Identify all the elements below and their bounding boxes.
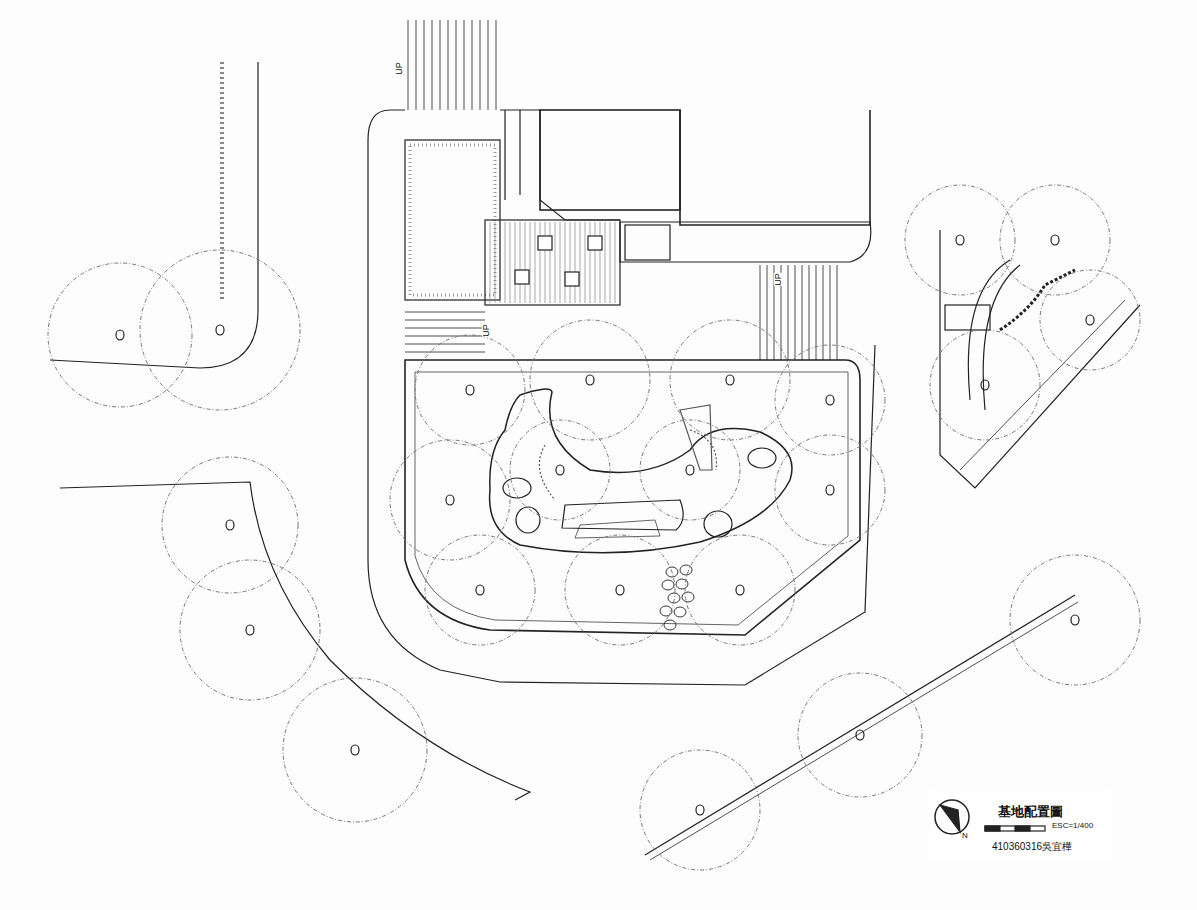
tree-canopy	[415, 335, 525, 445]
garden-path	[490, 389, 792, 553]
stepping-stones	[660, 565, 694, 630]
tree-trunk	[826, 485, 834, 495]
north-arrow	[940, 805, 960, 832]
lawn-texture	[410, 145, 495, 295]
stair-label: UP	[482, 324, 491, 337]
tree-canopy	[162, 457, 298, 593]
building	[500, 110, 871, 262]
tree-canopy	[283, 678, 427, 822]
tree-canopy	[510, 420, 610, 520]
tree-trunk	[556, 465, 564, 475]
tree-canopy	[180, 560, 320, 700]
tree-canopy	[640, 750, 760, 870]
tree-trunk	[981, 380, 989, 390]
tree-canopy	[1010, 555, 1140, 685]
tree-trunk	[246, 625, 254, 635]
garden-platform	[405, 360, 860, 635]
wood-deck	[485, 220, 620, 305]
tree-canopy	[640, 420, 740, 520]
garden-platform-inner	[415, 372, 848, 625]
tree-canopy	[1000, 185, 1110, 295]
tree-canopy	[390, 440, 510, 560]
scale-bar	[985, 826, 1000, 831]
tree-canopy	[798, 673, 922, 797]
tree-trunk	[1086, 315, 1094, 325]
tree-trunk	[696, 805, 704, 815]
tree-trunk	[116, 330, 124, 340]
tree-canopy	[930, 330, 1040, 440]
tree-trunk	[226, 520, 234, 530]
pavilion-wall	[968, 260, 1020, 410]
north-arrow	[935, 800, 969, 834]
pavilion	[945, 305, 990, 330]
tree-canopy	[775, 435, 885, 545]
road-outline	[368, 110, 875, 685]
tree-canopy	[565, 535, 675, 645]
tree-canopy	[530, 320, 650, 440]
tree-trunk	[856, 730, 864, 740]
tree-canopy	[685, 535, 795, 645]
tree-trunk	[956, 235, 964, 245]
tree-trunk	[736, 585, 744, 595]
garden-steps	[680, 405, 712, 470]
road-edge	[50, 62, 258, 368]
stair-label: UP	[774, 273, 783, 286]
scale-bar	[985, 826, 1045, 831]
tree-trunk	[586, 375, 594, 385]
deck-boards	[490, 222, 615, 303]
pavilion-edge	[940, 230, 1140, 488]
stair-label: UP	[395, 62, 404, 75]
pavilion-edge	[960, 300, 1125, 470]
road-edge	[60, 482, 530, 800]
tree-trunk	[216, 325, 224, 335]
tree-canopy	[670, 320, 790, 440]
tree-canopy	[905, 185, 1015, 295]
tree-trunk	[1071, 615, 1079, 625]
student-id: 410360316吳宜樺	[992, 842, 1072, 852]
pavilion-steps	[1000, 270, 1075, 330]
tree-trunk	[476, 585, 484, 595]
tree-trunk	[726, 375, 734, 385]
rock	[704, 511, 732, 537]
tree-canopy	[425, 535, 535, 645]
tree-trunk	[466, 385, 474, 395]
scale-note: ESC=1/400	[1052, 822, 1093, 830]
tree-trunk	[446, 495, 454, 505]
tree-canopy	[48, 263, 192, 407]
trees	[48, 185, 1140, 870]
tree-trunk	[686, 465, 694, 475]
title-ground	[930, 790, 1110, 860]
tree-trunk	[826, 395, 834, 405]
planting-strip	[220, 62, 224, 300]
north-label: N	[962, 832, 968, 840]
tree-trunk	[351, 745, 359, 755]
tree-canopy	[775, 345, 885, 455]
stairs	[405, 20, 837, 360]
tree-canopy	[1040, 270, 1140, 370]
scale-bar	[1015, 826, 1030, 831]
pond	[575, 520, 660, 538]
deck-chairs	[515, 236, 602, 286]
tree-trunk	[616, 585, 624, 595]
rock	[516, 507, 540, 533]
drawing-title: 基地配置圖	[998, 805, 1063, 818]
tree-canopy	[140, 250, 300, 410]
rock	[748, 448, 776, 468]
tree-trunk	[1051, 235, 1059, 245]
